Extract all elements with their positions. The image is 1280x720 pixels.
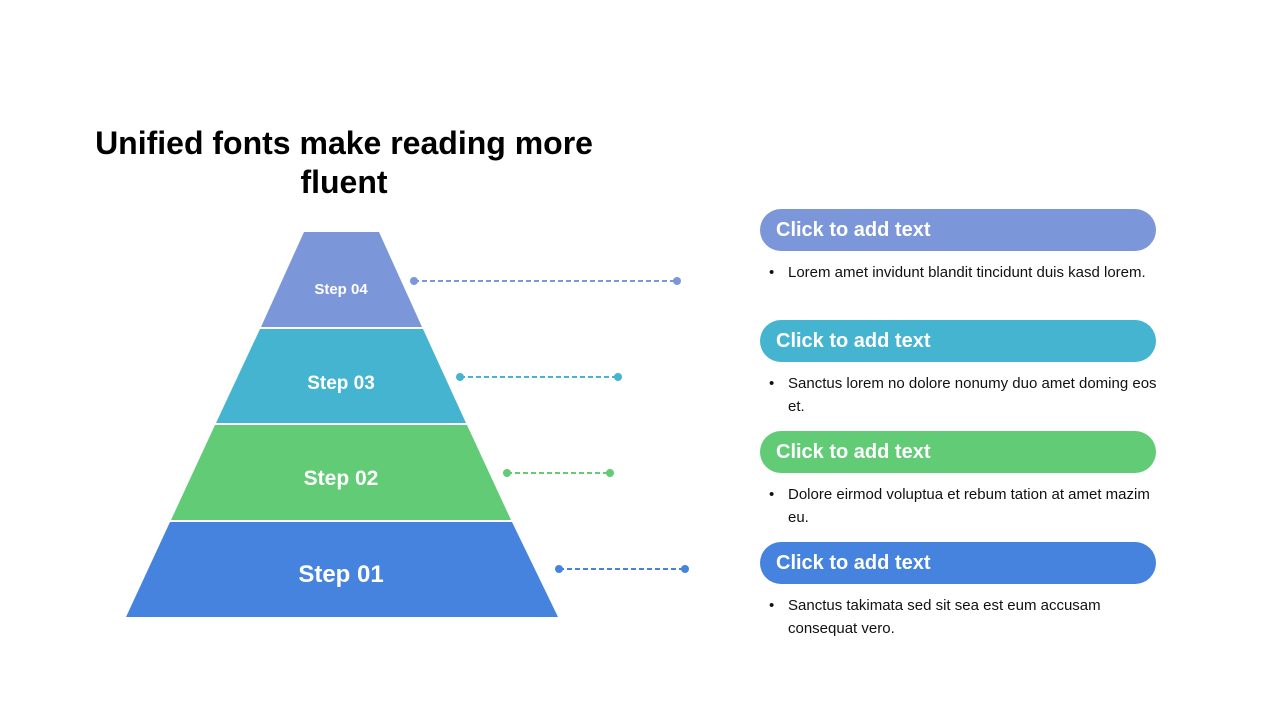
- connector-step-04: [410, 277, 681, 285]
- text-heading-3[interactable]: Click to add text: [760, 431, 1156, 473]
- text-heading-4[interactable]: Click to add text: [760, 542, 1156, 584]
- text-panel-3: Click to add text • Dolore eirmod volupt…: [760, 431, 1156, 529]
- bullet-dot-icon: •: [769, 264, 775, 281]
- connector-step-03: [456, 373, 622, 381]
- bullet-text-4: Sanctus takimata sed sit sea est eum acc…: [788, 597, 1101, 637]
- text-heading-1[interactable]: Click to add text: [760, 209, 1156, 251]
- connector-dot-end-step-03: [614, 373, 622, 381]
- connector-step-01: [555, 565, 689, 573]
- bullet-item-2[interactable]: • Sanctus lorem no dolore nonumy duo ame…: [760, 372, 1160, 418]
- bullet-item-4[interactable]: • Sanctus takimata sed sit sea est eum a…: [760, 594, 1160, 640]
- connector-step-02: [503, 469, 614, 477]
- step-03-label: Step 03: [307, 373, 375, 394]
- pyramid-layer-step-01[interactable]: Step 01: [126, 522, 558, 617]
- bullet-text-3: Dolore eirmod voluptua et rebum tation a…: [788, 486, 1150, 526]
- connector-dot-end-step-01: [681, 565, 689, 573]
- pyramid-segment-step-03: [216, 329, 466, 423]
- bullet-item-3[interactable]: • Dolore eirmod voluptua et rebum tation…: [760, 483, 1160, 529]
- connector-dot-start-step-04: [410, 277, 418, 285]
- connector-dot-start-step-03: [456, 373, 464, 381]
- step-02-label: Step 02: [304, 467, 379, 490]
- connector-dot-end-step-04: [673, 277, 681, 285]
- bullet-text-1: Lorem amet invidunt blandit tincidunt du…: [788, 264, 1146, 281]
- pyramid-layer-step-02[interactable]: Step 02: [171, 425, 511, 520]
- pyramid-layer-step-03[interactable]: Step 03: [216, 329, 466, 423]
- text-panel-1: Click to add text • Lorem amet invidunt …: [760, 209, 1156, 284]
- connector-dot-start-step-01: [555, 565, 563, 573]
- connector-dot-start-step-02: [503, 469, 511, 477]
- step-01-label: Step 01: [298, 561, 383, 588]
- step-04-label: Step 04: [314, 281, 368, 298]
- bullet-text-2: Sanctus lorem no dolore nonumy duo amet …: [788, 375, 1157, 415]
- bullet-item-1[interactable]: • Lorem amet invidunt blandit tincidunt …: [760, 261, 1160, 284]
- bullet-dot-icon: •: [769, 375, 775, 392]
- pyramid-segment-step-01: [126, 522, 558, 617]
- bullet-dot-icon: •: [769, 597, 775, 614]
- pyramid-segment-step-04: [261, 232, 422, 327]
- text-heading-2[interactable]: Click to add text: [760, 320, 1156, 362]
- bullet-dot-icon: •: [769, 486, 775, 503]
- connector-dot-end-step-02: [606, 469, 614, 477]
- pyramid-segment-step-02: [171, 425, 511, 520]
- slide-title: Unified fonts make reading more fluent: [95, 125, 593, 200]
- text-panel-4: Click to add text • Sanctus takimata sed…: [760, 542, 1156, 640]
- pyramid-layer-step-04[interactable]: Step 04: [261, 232, 422, 327]
- text-panel-2: Click to add text • Sanctus lorem no dol…: [760, 320, 1157, 418]
